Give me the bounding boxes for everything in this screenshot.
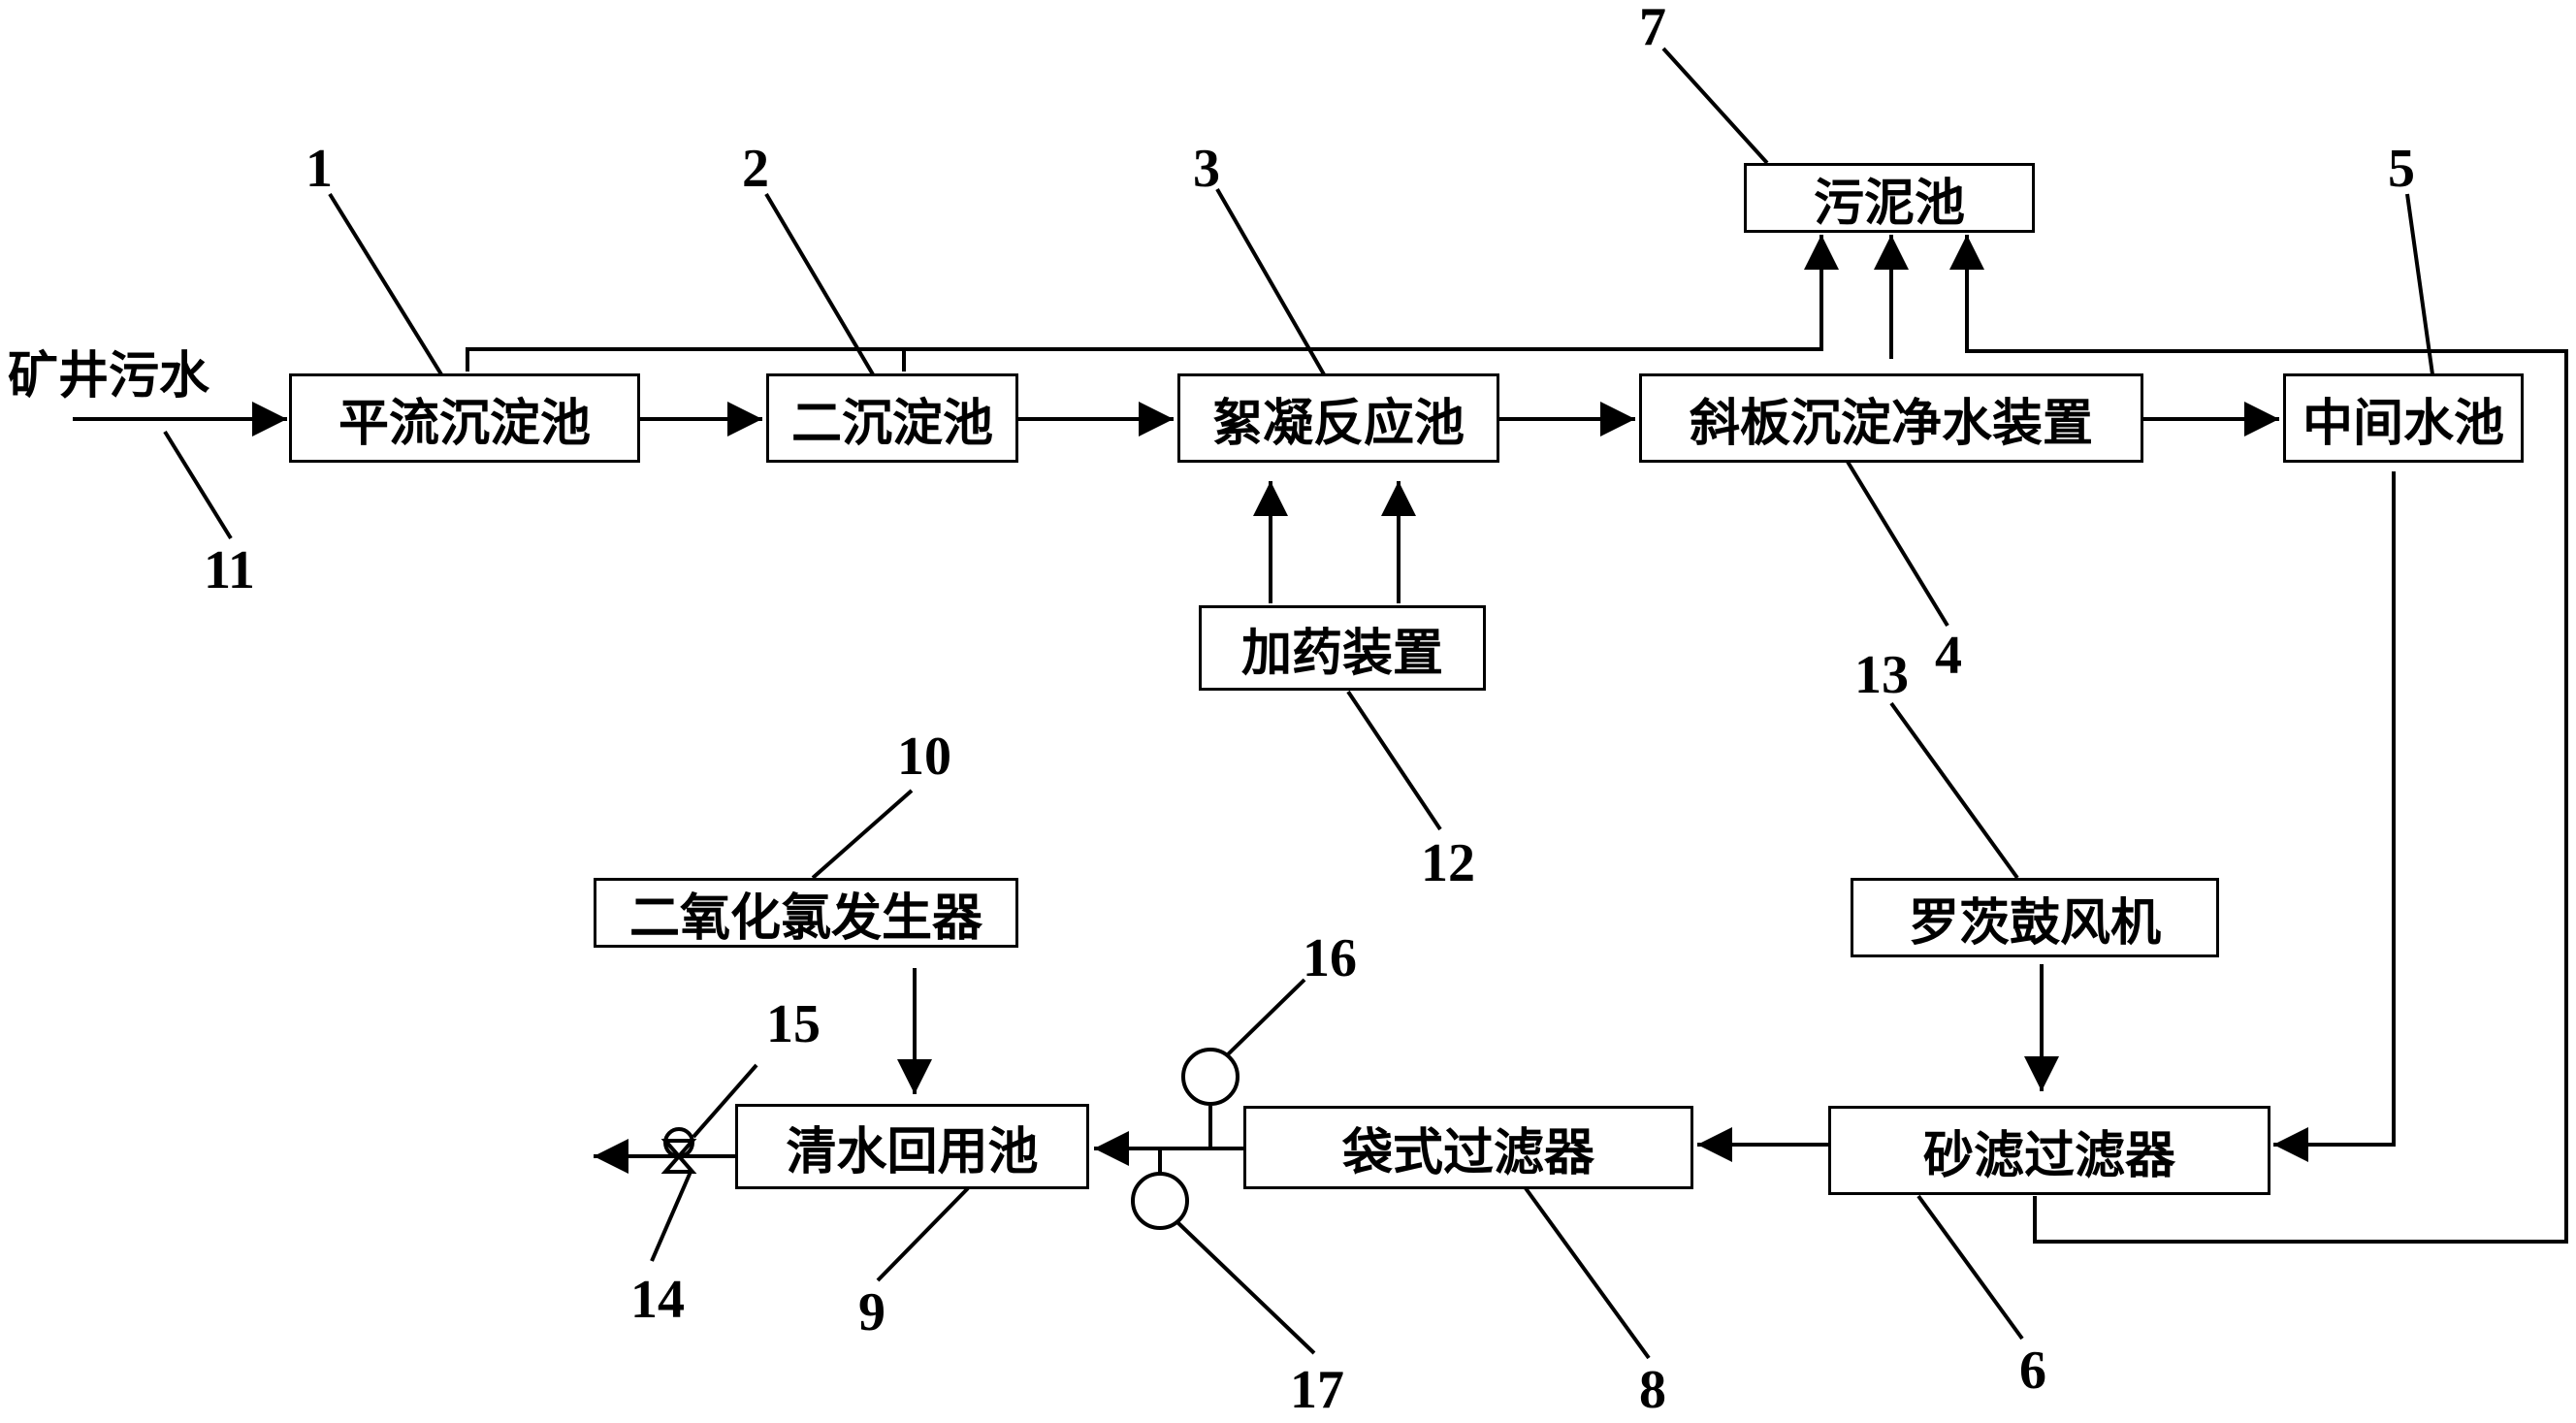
leader-2 [764, 192, 875, 376]
gauge-16-icon [1181, 1048, 1240, 1106]
label-14: 14 [630, 1270, 685, 1330]
leader-1 [328, 192, 443, 376]
label-5: 5 [2388, 139, 2415, 199]
leader-8 [1524, 1186, 1651, 1360]
leader-14 [650, 1171, 692, 1262]
label-2: 2 [742, 139, 769, 199]
leader-11 [163, 430, 233, 540]
label-16: 16 [1303, 928, 1357, 988]
valve-handle-icon [663, 1127, 694, 1158]
leader-17 [1175, 1220, 1316, 1355]
label-3: 3 [1193, 139, 1220, 199]
label-4: 4 [1935, 626, 1962, 686]
label-11: 11 [204, 540, 255, 600]
leader-5 [2405, 193, 2434, 375]
leader-16 [1225, 978, 1306, 1057]
input-label: 矿井污水 [8, 346, 210, 405]
box-6-sand-filter: 砂滤过滤器 [1828, 1106, 2270, 1195]
leader-13 [1889, 701, 2019, 880]
box-7-sludge-tank: 污泥池 [1744, 163, 2035, 233]
box-3-flocculation-tank: 絮凝反应池 [1177, 373, 1499, 463]
box-8-bag-filter: 袋式过滤器 [1243, 1106, 1693, 1189]
label-1: 1 [306, 139, 333, 199]
leader-4 [1846, 460, 1949, 628]
leader-3 [1215, 188, 1326, 375]
box-13-roots-blower: 罗茨鼓风机 [1851, 878, 2219, 957]
box-4-inclined-plate-clarifier: 斜板沉淀净水装置 [1639, 373, 2143, 463]
leader-10 [811, 789, 914, 880]
label-13: 13 [1854, 645, 1909, 705]
label-7: 7 [1639, 0, 1666, 57]
valve-icon [660, 1139, 697, 1174]
label-15: 15 [766, 994, 821, 1054]
box-12-dosing-device: 加药装置 [1199, 605, 1486, 691]
leader-15 [692, 1063, 758, 1139]
sludge-line-1-2 [466, 235, 1839, 372]
leader-7 [1661, 47, 1769, 165]
arrow-5-to-6 [2273, 471, 2396, 1162]
label-17: 17 [1290, 1360, 1344, 1420]
box-9-clean-water-reuse-pool: 清水回用池 [735, 1104, 1089, 1189]
leader-12 [1346, 690, 1442, 831]
leader-6 [1916, 1194, 2024, 1341]
box-2-secondary-sedimentation-tank: 二沉淀池 [766, 373, 1018, 463]
box-5-intermediate-pool: 中间水池 [2283, 373, 2524, 463]
label-12: 12 [1421, 833, 1475, 893]
backwash-return-line [1949, 235, 2568, 1244]
leader-9 [876, 1186, 970, 1282]
label-10: 10 [897, 727, 951, 787]
gauge-17-icon [1131, 1172, 1189, 1230]
box-1-horizontal-sedimentation-tank: 平流沉淀池 [289, 373, 640, 463]
label-9: 9 [858, 1282, 886, 1342]
box-10-chlorine-dioxide-generator: 二氧化氯发生器 [594, 878, 1018, 948]
label-8: 8 [1639, 1360, 1666, 1420]
label-6: 6 [2019, 1341, 2046, 1401]
